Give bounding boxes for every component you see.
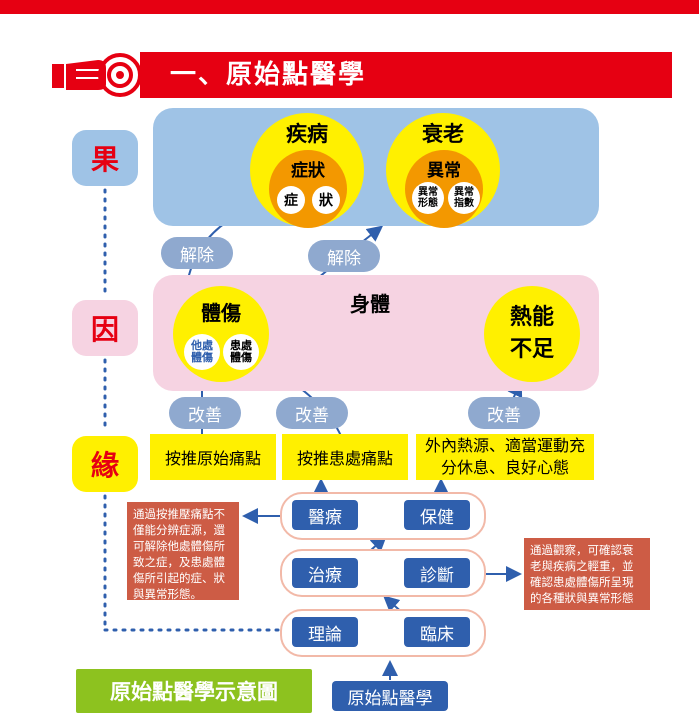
left-note: 通過按推壓痛點不僅能分辨症源，還可解除他處體傷所致之症，及患處體傷所引起的症、狀… <box>127 502 239 601</box>
push-origin-box: 按推原始痛點 <box>150 434 276 480</box>
treatment-button: 治療 <box>292 558 358 588</box>
other-injury-circle: 他處體傷 <box>184 334 220 370</box>
medical-button: 醫療 <box>292 500 358 530</box>
diagnosis-button: 診斷 <box>404 558 470 588</box>
origin-medicine-button: 原始點醫學 <box>332 681 448 711</box>
pointing-hand-icon <box>52 53 142 97</box>
improve-oval-2: 改善 <box>276 397 348 429</box>
abnormal-form-circle: 異常形態 <box>412 182 444 214</box>
lifestyle-box: 外內熱源、適當運動充分休息、良好心態 <box>416 434 594 480</box>
improve-oval-1: 改善 <box>169 397 241 429</box>
diagram-caption: 原始點醫學示意圖 <box>76 669 312 713</box>
body-label: 身體 <box>350 291 390 316</box>
local-injury-circle: 患處體傷 <box>223 334 259 370</box>
symptom-label: 症狀 <box>291 160 325 181</box>
remove-oval-1: 解除 <box>161 237 233 269</box>
heat-deficiency-circle: 熱能不足 <box>484 286 580 382</box>
result-panel <box>153 108 599 226</box>
right-note: 通過觀察，可確認衰老與疾病之輕重，並確認患處體傷所呈現的各種狀與異常形態 <box>524 538 650 610</box>
push-local-box: 按推患處痛點 <box>282 434 408 480</box>
remove-oval-2: 解除 <box>308 240 380 272</box>
zheng-circle: 症 <box>277 186 305 214</box>
label-result: 果 <box>72 130 138 186</box>
clinical-button: 臨床 <box>404 617 470 647</box>
zhuang-circle: 狀 <box>312 186 340 214</box>
abnormal-index-circle: 異常指數 <box>448 182 480 214</box>
aging-title: 衰老 <box>422 122 464 146</box>
abnormal-label: 異常 <box>427 160 461 181</box>
page-title: 一、原始點醫學 <box>170 60 367 90</box>
label-cause: 因 <box>72 300 138 356</box>
disease-title: 疾病 <box>286 122 328 146</box>
health-button: 保健 <box>404 500 470 530</box>
theory-button: 理論 <box>292 617 358 647</box>
label-condition: 緣 <box>72 436 138 492</box>
injury-title: 體傷 <box>201 300 241 325</box>
improve-oval-3: 改善 <box>468 397 540 429</box>
header-bar <box>140 52 672 98</box>
injury-circle <box>173 286 269 382</box>
top-red-bar <box>0 0 699 14</box>
